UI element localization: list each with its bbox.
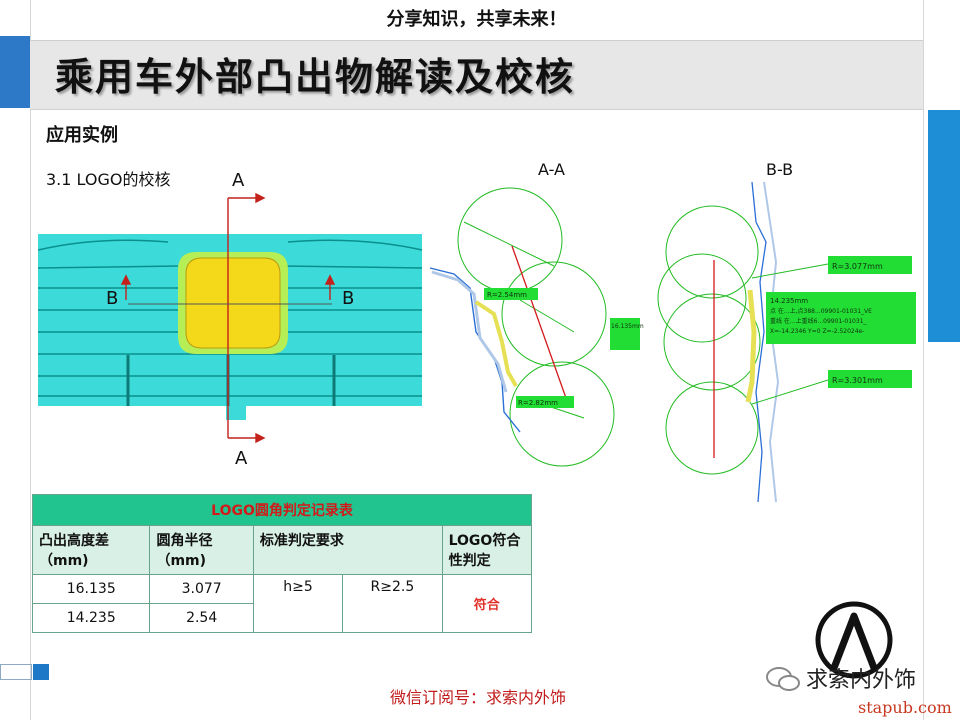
corner-box xyxy=(0,664,32,680)
header-requirement: 标准判定要求 xyxy=(252,525,443,575)
qiusuo-logo xyxy=(815,601,893,679)
section-label-b-right: B xyxy=(342,288,355,309)
top-banner: 分享知识，共享未来！ xyxy=(386,9,567,30)
right-accent-bar xyxy=(928,110,960,342)
cell-height-2: 14.235 xyxy=(31,603,151,633)
aa-note-h: 16.135mm xyxy=(611,323,644,330)
section-bb-label: B-B xyxy=(766,160,794,179)
cell-req-h: h≥5 xyxy=(252,574,344,633)
cell-height-1: 16.135 xyxy=(31,574,151,604)
aa-note-r2: R=2.82mm xyxy=(518,399,558,407)
section-label-a-top: A xyxy=(232,170,245,191)
table-title: LOGO圆角判定记录表 xyxy=(32,494,532,526)
section-label-a-bottom: A xyxy=(235,448,248,469)
table-header-row: 凸出高度差（mm) 圆角半径（mm) 标准判定要求 LOGO符合性判定 xyxy=(31,525,533,575)
bb-note-line: 重线 在...上重线6...09901-01031_ xyxy=(770,317,868,325)
frame-line-left xyxy=(30,0,31,720)
section-heading: 3.1 LOGO的校核 xyxy=(46,170,171,189)
wechat-subscription-label: 微信订阅号：求索内外饰 xyxy=(390,688,567,707)
header-fillet-radius: 圆角半径（mm) xyxy=(149,525,254,575)
aa-note-r1: R=2.54mm xyxy=(487,291,527,299)
left-accent-bar xyxy=(0,36,30,108)
wechat-watermark: 求索内外饰 xyxy=(806,668,917,693)
section-bb-drawing: R=3.077mm 14.235mm 点 在...上,点388...09901-… xyxy=(657,182,916,502)
bb-note-r1: R=3.077mm xyxy=(832,262,883,271)
table-row: 14.235 2.54 xyxy=(31,603,532,633)
table-row: 16.135 3.077 h≥5 R≥2.5 符合 xyxy=(31,574,533,633)
site-watermark: stapub.com xyxy=(858,698,952,717)
grille-front-view xyxy=(38,192,423,444)
section-aa-label: A-A xyxy=(538,160,565,179)
bb-note-r2: R=3.301mm xyxy=(832,376,883,385)
section-aa-drawing: R=2.54mm 16.135mm R=2.82mm xyxy=(429,187,644,467)
header-height-diff: 凸出高度差（mm) xyxy=(31,525,151,575)
cell-result: 符合 xyxy=(441,574,533,633)
bb-note-h: 14.235mm xyxy=(770,297,808,305)
cell-req-r: R≥2.5 xyxy=(342,574,443,633)
bb-note-point: 点 在...上,点388...09901-01031_VE xyxy=(770,307,872,315)
corner-square xyxy=(33,664,49,680)
logo-fillet-record-table: LOGO圆角判定记录表 凸出高度差（mm) 圆角半径（mm) 标准判定要求 LO… xyxy=(31,494,533,633)
wechat-icon xyxy=(766,667,800,691)
section-label-b-left: B xyxy=(106,288,119,309)
frame-line-right xyxy=(923,0,924,720)
cell-radius-2: 2.54 xyxy=(149,603,254,633)
header-compliance: LOGO符合性判定 xyxy=(441,525,533,575)
page-title: 乘用车外部凸出物解读及校核 xyxy=(55,55,576,99)
title-bar xyxy=(30,40,923,110)
cell-radius-1: 3.077 xyxy=(149,574,254,604)
subtitle: 应用实例 xyxy=(46,125,118,146)
bb-note-xyz: X=-14.2346 Y=0 Z=-2.52024e- xyxy=(770,328,864,335)
